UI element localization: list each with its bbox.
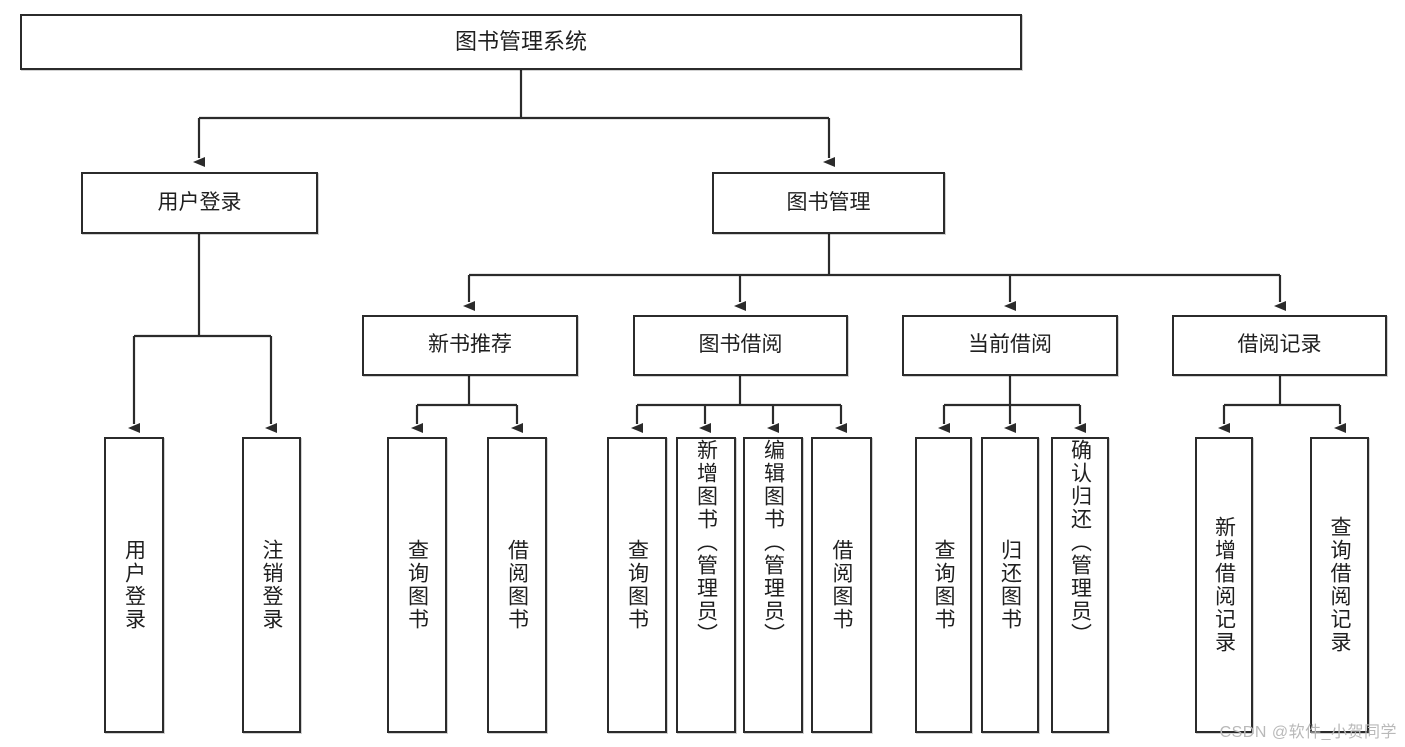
leaf-borrow-book[interactable]: 借阅图书: [811, 437, 872, 733]
node-label: 用户登录: [157, 190, 242, 214]
leaf-add-book-admin[interactable]: 新增图书（管理员）: [676, 437, 736, 733]
node-book-management[interactable]: 图书管理: [712, 172, 945, 234]
node-label: 借阅图书: [830, 539, 853, 631]
node-label: 注销登录: [260, 539, 283, 631]
node-current-borrow[interactable]: 当前借阅: [902, 315, 1118, 376]
node-label: 图书管理: [786, 190, 871, 214]
leaf-query-borrow-record[interactable]: 查询借阅记录: [1310, 437, 1369, 733]
leaf-query-book-new[interactable]: 查询图书: [387, 437, 447, 733]
leaf-query-book-borrow[interactable]: 查询图书: [607, 437, 667, 733]
node-label: 新增图书（管理员）: [694, 439, 718, 646]
leaf-borrow-book-new[interactable]: 借阅图书: [487, 437, 547, 733]
node-borrow-record[interactable]: 借阅记录: [1172, 315, 1387, 376]
node-label: 查询图书: [625, 539, 649, 631]
node-label: 借阅记录: [1237, 333, 1322, 357]
csdn-watermark: CSDN @软件_小贺同学: [1219, 724, 1397, 741]
node-label: 图书借阅: [698, 333, 783, 357]
node-user-login[interactable]: 用户登录: [81, 172, 318, 234]
node-label: 新书推荐: [428, 333, 512, 357]
node-label: 用户登录: [122, 539, 146, 631]
node-label: 查询借阅记录: [1328, 516, 1351, 654]
node-new-book-recommend[interactable]: 新书推荐: [362, 315, 578, 376]
leaf-return-book[interactable]: 归还图书: [981, 437, 1039, 733]
leaf-logout[interactable]: 注销登录: [242, 437, 301, 733]
node-label: 当前借阅: [968, 333, 1052, 357]
node-label: 确认归还（管理员）: [1068, 439, 1092, 646]
leaf-add-borrow-record[interactable]: 新增借阅记录: [1195, 437, 1253, 733]
leaf-edit-book-admin[interactable]: 编辑图书（管理员）: [743, 437, 803, 733]
node-label: 查询图书: [405, 539, 429, 631]
node-book-borrow[interactable]: 图书借阅: [633, 315, 848, 376]
node-label: 新增借阅记录: [1212, 516, 1236, 654]
node-root-book-management-system[interactable]: 图书管理系统: [20, 14, 1022, 70]
leaf-confirm-return-admin[interactable]: 确认归还（管理员）: [1051, 437, 1109, 733]
node-label: 图书管理系统: [454, 29, 587, 55]
leaf-query-book-current[interactable]: 查询图书: [915, 437, 972, 733]
node-label: 借阅图书: [505, 539, 529, 631]
node-label: 归还图书: [998, 539, 1022, 631]
node-label: 查询图书: [932, 539, 955, 631]
leaf-user-login[interactable]: 用户登录: [104, 437, 164, 733]
node-label: 编辑图书（管理员）: [761, 439, 785, 646]
